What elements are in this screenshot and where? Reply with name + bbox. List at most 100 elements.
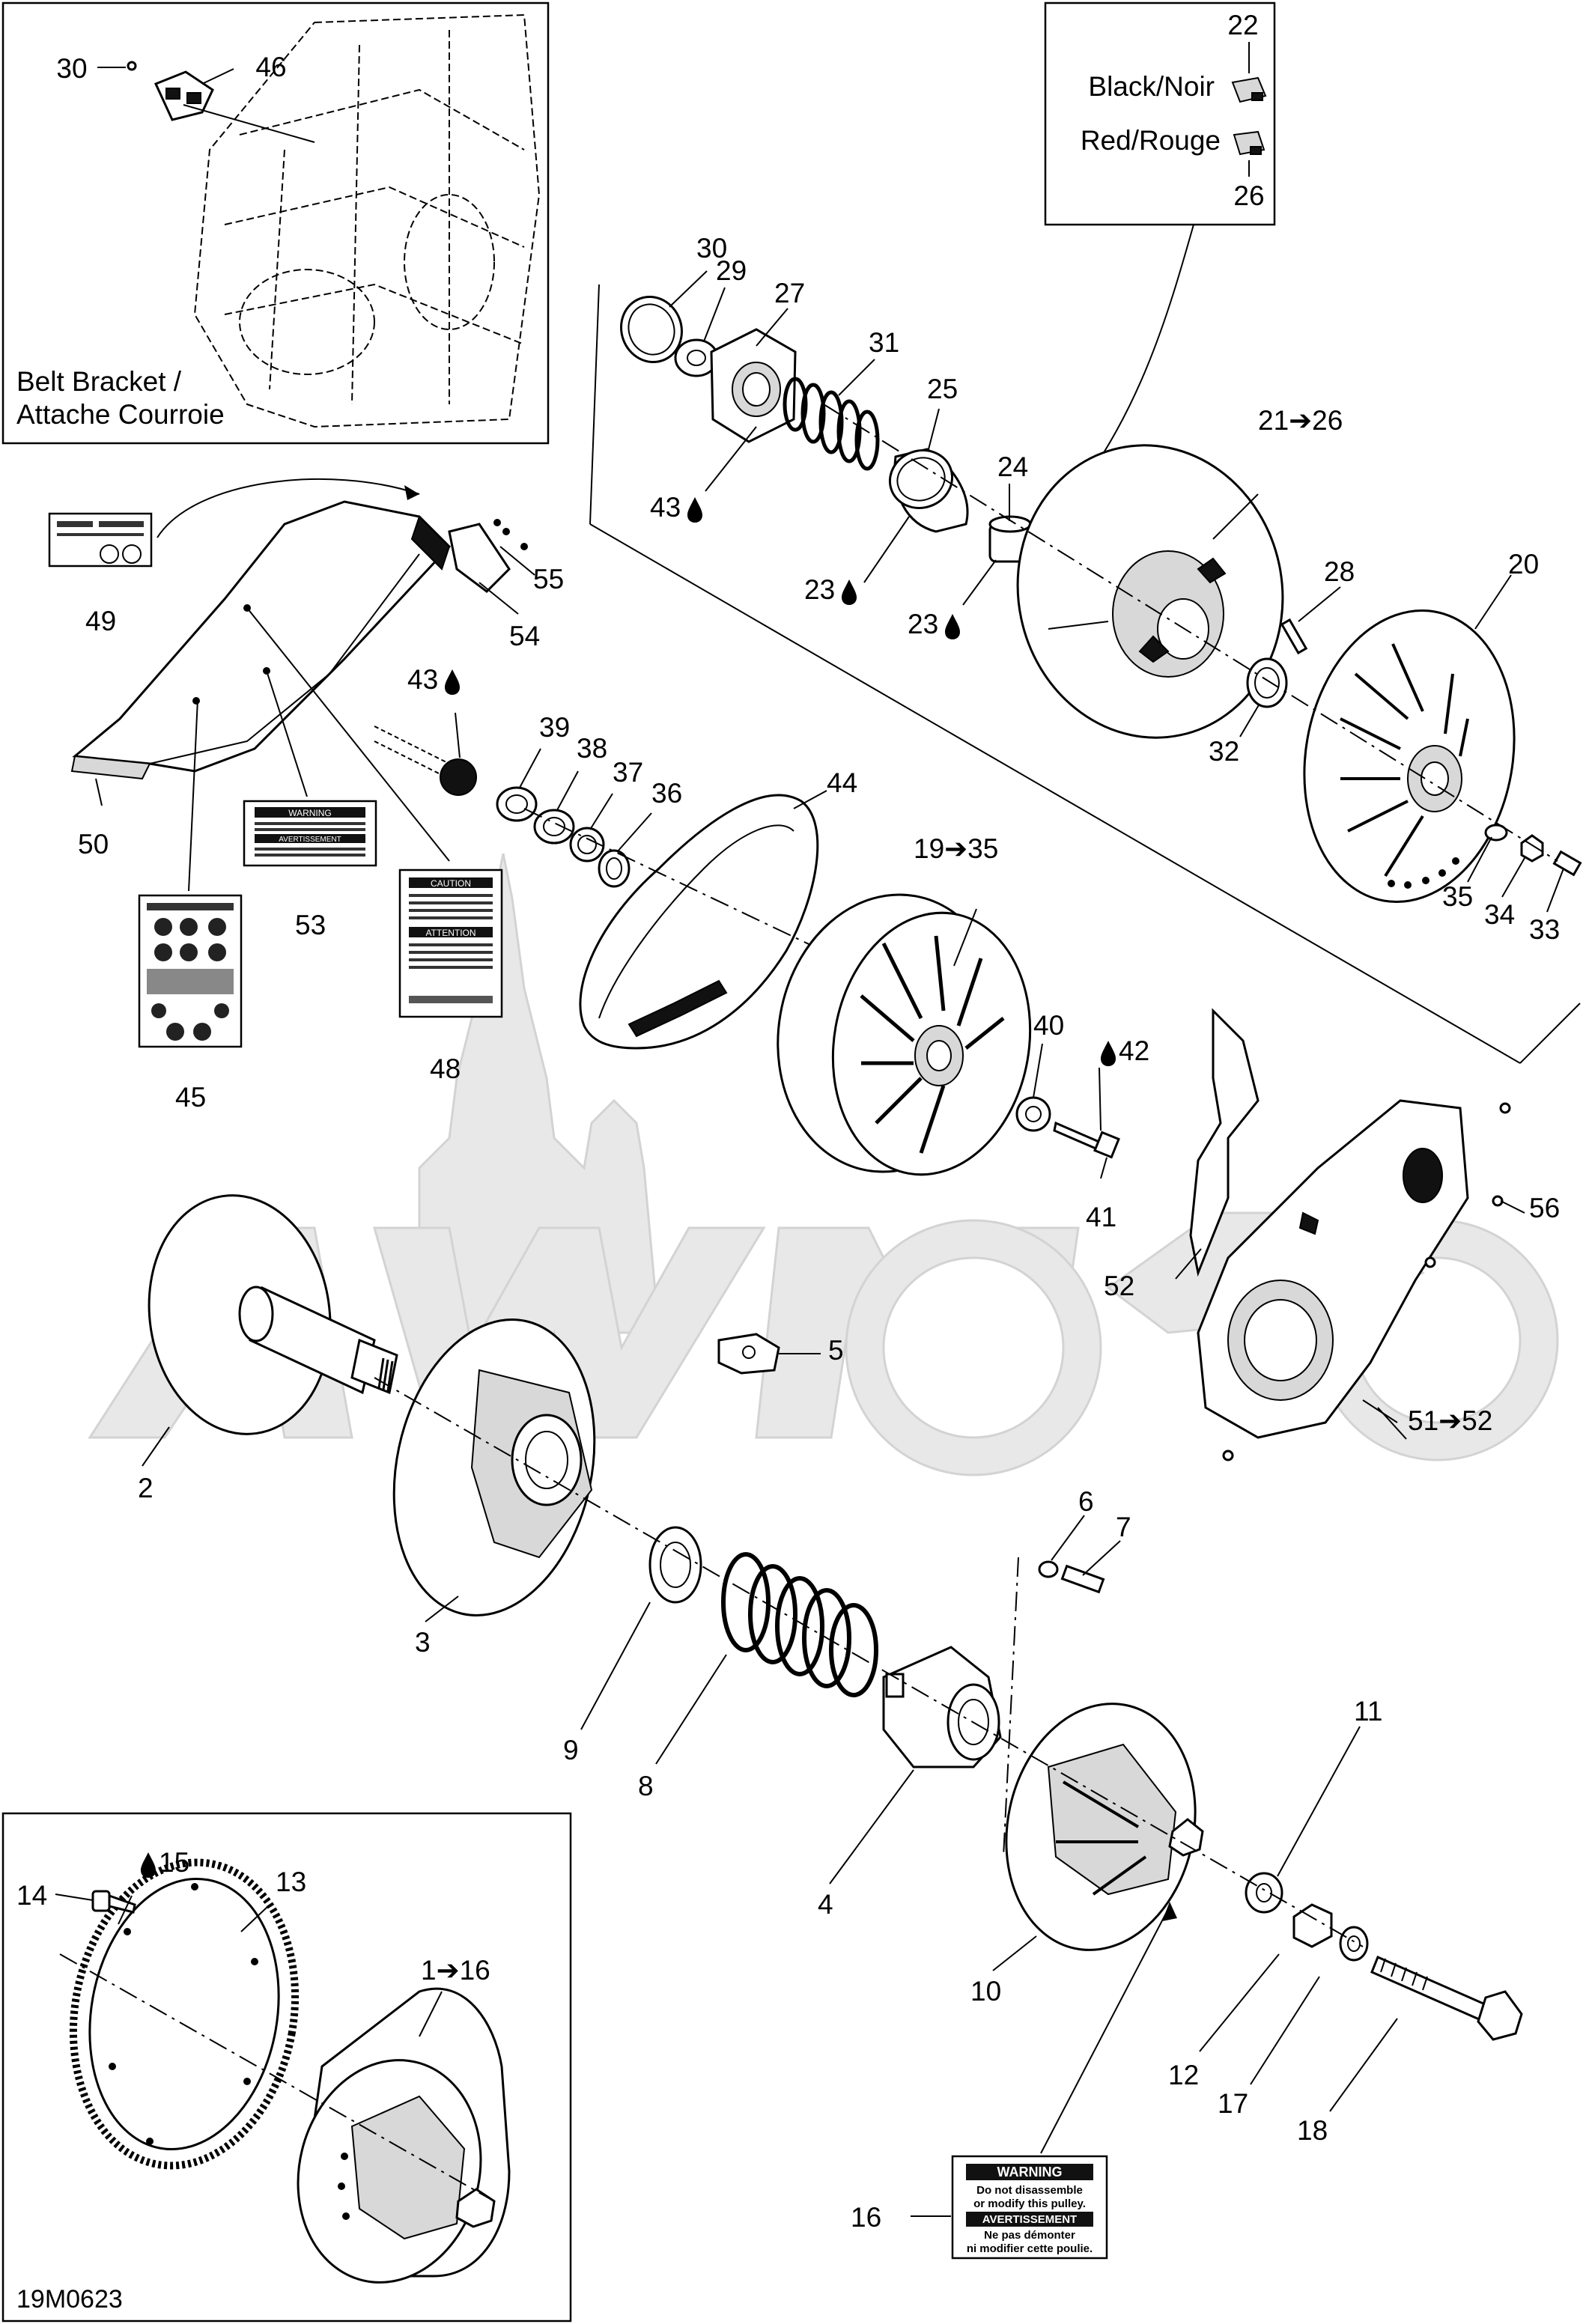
callout-1-16: 1➔16 (421, 1955, 490, 1986)
bracket-54 (448, 523, 511, 593)
callout-31: 31 (869, 327, 899, 358)
black-weight-icon (1231, 76, 1267, 103)
callout-17: 17 (1218, 2088, 1248, 2119)
callout-54: 54 (509, 621, 540, 651)
driven-fixed-half-20 (1303, 609, 1516, 904)
fixed-half-2 (148, 1194, 398, 1435)
callout-56: 56 (1529, 1193, 1560, 1223)
callout-18: 18 (1297, 2115, 1328, 2146)
callout-27: 27 (774, 278, 805, 308)
bushing-25 (888, 448, 969, 533)
bolt-18 (1370, 1956, 1523, 2041)
belt-guard-50 (70, 500, 452, 780)
cam-27 (710, 328, 797, 443)
washer-6 (1038, 1560, 1059, 1578)
decal-48-heading1: CAUTION (431, 878, 471, 889)
legend-number-22: 22 (1227, 10, 1258, 40)
decal-53-heading1: WARNING (288, 808, 332, 818)
screws-55 (493, 519, 528, 550)
callout-30: 30 (696, 233, 727, 264)
callout-43-mid: 43 (407, 664, 438, 695)
callout-47: 30 (56, 53, 87, 84)
driven-sliding-half-21 (1016, 444, 1284, 739)
callout-48: 48 (430, 1053, 461, 1084)
washer-35 (1484, 824, 1508, 842)
screws-56 (1222, 1102, 1511, 1461)
cover-51 (1197, 1099, 1469, 1439)
callout-50: 50 (78, 829, 109, 860)
washer-17 (1339, 1926, 1369, 1962)
washer-40 (1015, 1096, 1051, 1132)
callout-38: 38 (577, 733, 607, 764)
ring-gear-13 (69, 1858, 300, 2170)
key-28 (1280, 618, 1308, 655)
screw-14 (91, 1890, 136, 1914)
callout-37: 37 (613, 757, 643, 788)
decal-48: CAUTION ATTENTION (398, 869, 503, 1018)
callout-23-left: 23 (804, 574, 835, 605)
driven-pulley-assembly-19 (777, 893, 1032, 1176)
red-weight-icon (1233, 130, 1266, 156)
drive-pulley-assembly-inset: 19M0623 (1, 1812, 572, 2323)
belt-bracket-title-line2: Attache Courroie (16, 399, 225, 430)
callout-3: 3 (415, 1627, 431, 1658)
decal-16-line1: Do not disassemble (976, 2184, 1083, 2197)
callout-20: 20 (1508, 549, 1539, 580)
belt-bracket-inset: 30 46 Belt Bracket / Attache Courroie (1, 1, 550, 445)
grease-drop-icon (1101, 1041, 1116, 1066)
decal-16-line4: ni modifier cette poulie. (967, 2242, 1093, 2255)
callout-24: 24 (997, 451, 1028, 482)
callout-12: 12 (1168, 2060, 1199, 2090)
grease-drop-icon (945, 614, 960, 639)
washer-36 (598, 849, 631, 888)
callout-49: 49 (85, 606, 116, 636)
callout-4: 4 (818, 1889, 833, 1920)
legend-red-label: Red/Rouge (1081, 125, 1221, 156)
washer-38 (533, 809, 575, 845)
callout-29: 29 (716, 255, 747, 286)
belt-bracket-part (154, 70, 214, 121)
callout-21-26: 21➔26 (1258, 405, 1343, 436)
slider-5 (717, 1333, 780, 1375)
callout-51-52: 51➔52 (1408, 1405, 1492, 1436)
callout-36: 36 (651, 778, 682, 809)
legend-black-label: Black/Noir (1088, 71, 1215, 102)
spring-8 (721, 1552, 878, 1697)
screw-33 (1552, 850, 1582, 877)
nut-34 (1520, 834, 1544, 863)
spring-31 (783, 377, 880, 471)
cover-piece-52 (1189, 1008, 1260, 1277)
callout-11: 11 (1354, 1696, 1382, 1727)
callout-15: 15 (159, 1847, 189, 1878)
decal-53: WARNING AVERTISSEMENT (243, 800, 377, 867)
grease-drop-icon (687, 497, 702, 523)
callout-6: 6 (1078, 1486, 1094, 1517)
nut-12 (1292, 1903, 1333, 1948)
driven-pulley-group-outline (589, 284, 1581, 1064)
callout-28: 28 (1324, 556, 1355, 587)
callout-41: 41 (1086, 1202, 1116, 1232)
color-legend-inset: 22 Black/Noir Red/Rouge 26 (1044, 1, 1276, 510)
belt-bracket-title-line1: Belt Bracket / (16, 366, 182, 397)
leader-lines (55, 270, 1564, 2217)
decal-16-heading1: WARNING (997, 2165, 1063, 2179)
decal-49 (48, 512, 153, 568)
callout-25: 25 (927, 374, 958, 404)
callout-14: 14 (16, 1880, 47, 1911)
callout-5: 5 (828, 1335, 844, 1366)
grease-drop-icon (842, 580, 857, 605)
callout-9: 9 (563, 1735, 579, 1765)
callout-42: 42 (1119, 1035, 1149, 1066)
decal-16-line2: or modify this pulley. (973, 2197, 1086, 2210)
callout-32: 32 (1209, 736, 1239, 767)
decal-16-line3: Ne pas démonter (984, 2229, 1075, 2242)
callout-44: 44 (827, 767, 857, 798)
grease-drop-icons (141, 497, 1116, 1878)
callout-53: 53 (295, 910, 326, 940)
callout-46: 46 (255, 52, 286, 82)
drive-belt-44 (579, 794, 819, 1050)
decal-48-heading2: ATTENTION (425, 928, 475, 938)
circlip-30 (620, 295, 683, 364)
washer-11 (1245, 1872, 1283, 1914)
